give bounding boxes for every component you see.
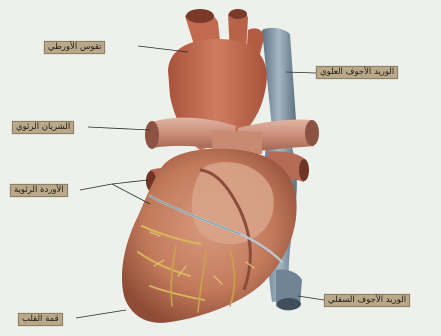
label-apex: قمة القلب xyxy=(18,313,63,326)
label-pulmonary-artery: الشريان الرئوي xyxy=(12,121,74,134)
inferior-vena-cava xyxy=(276,269,302,310)
label-inferior-vena-cava: الوريد الأجوف السفلي xyxy=(324,294,410,307)
label-superior-vena-cava: الوريد الأجوف العلوي xyxy=(316,66,398,79)
label-pulmonary-veins: الأوردة الرئوية xyxy=(10,184,68,197)
label-aortic-arch: تقوس الأورطي xyxy=(44,41,105,54)
